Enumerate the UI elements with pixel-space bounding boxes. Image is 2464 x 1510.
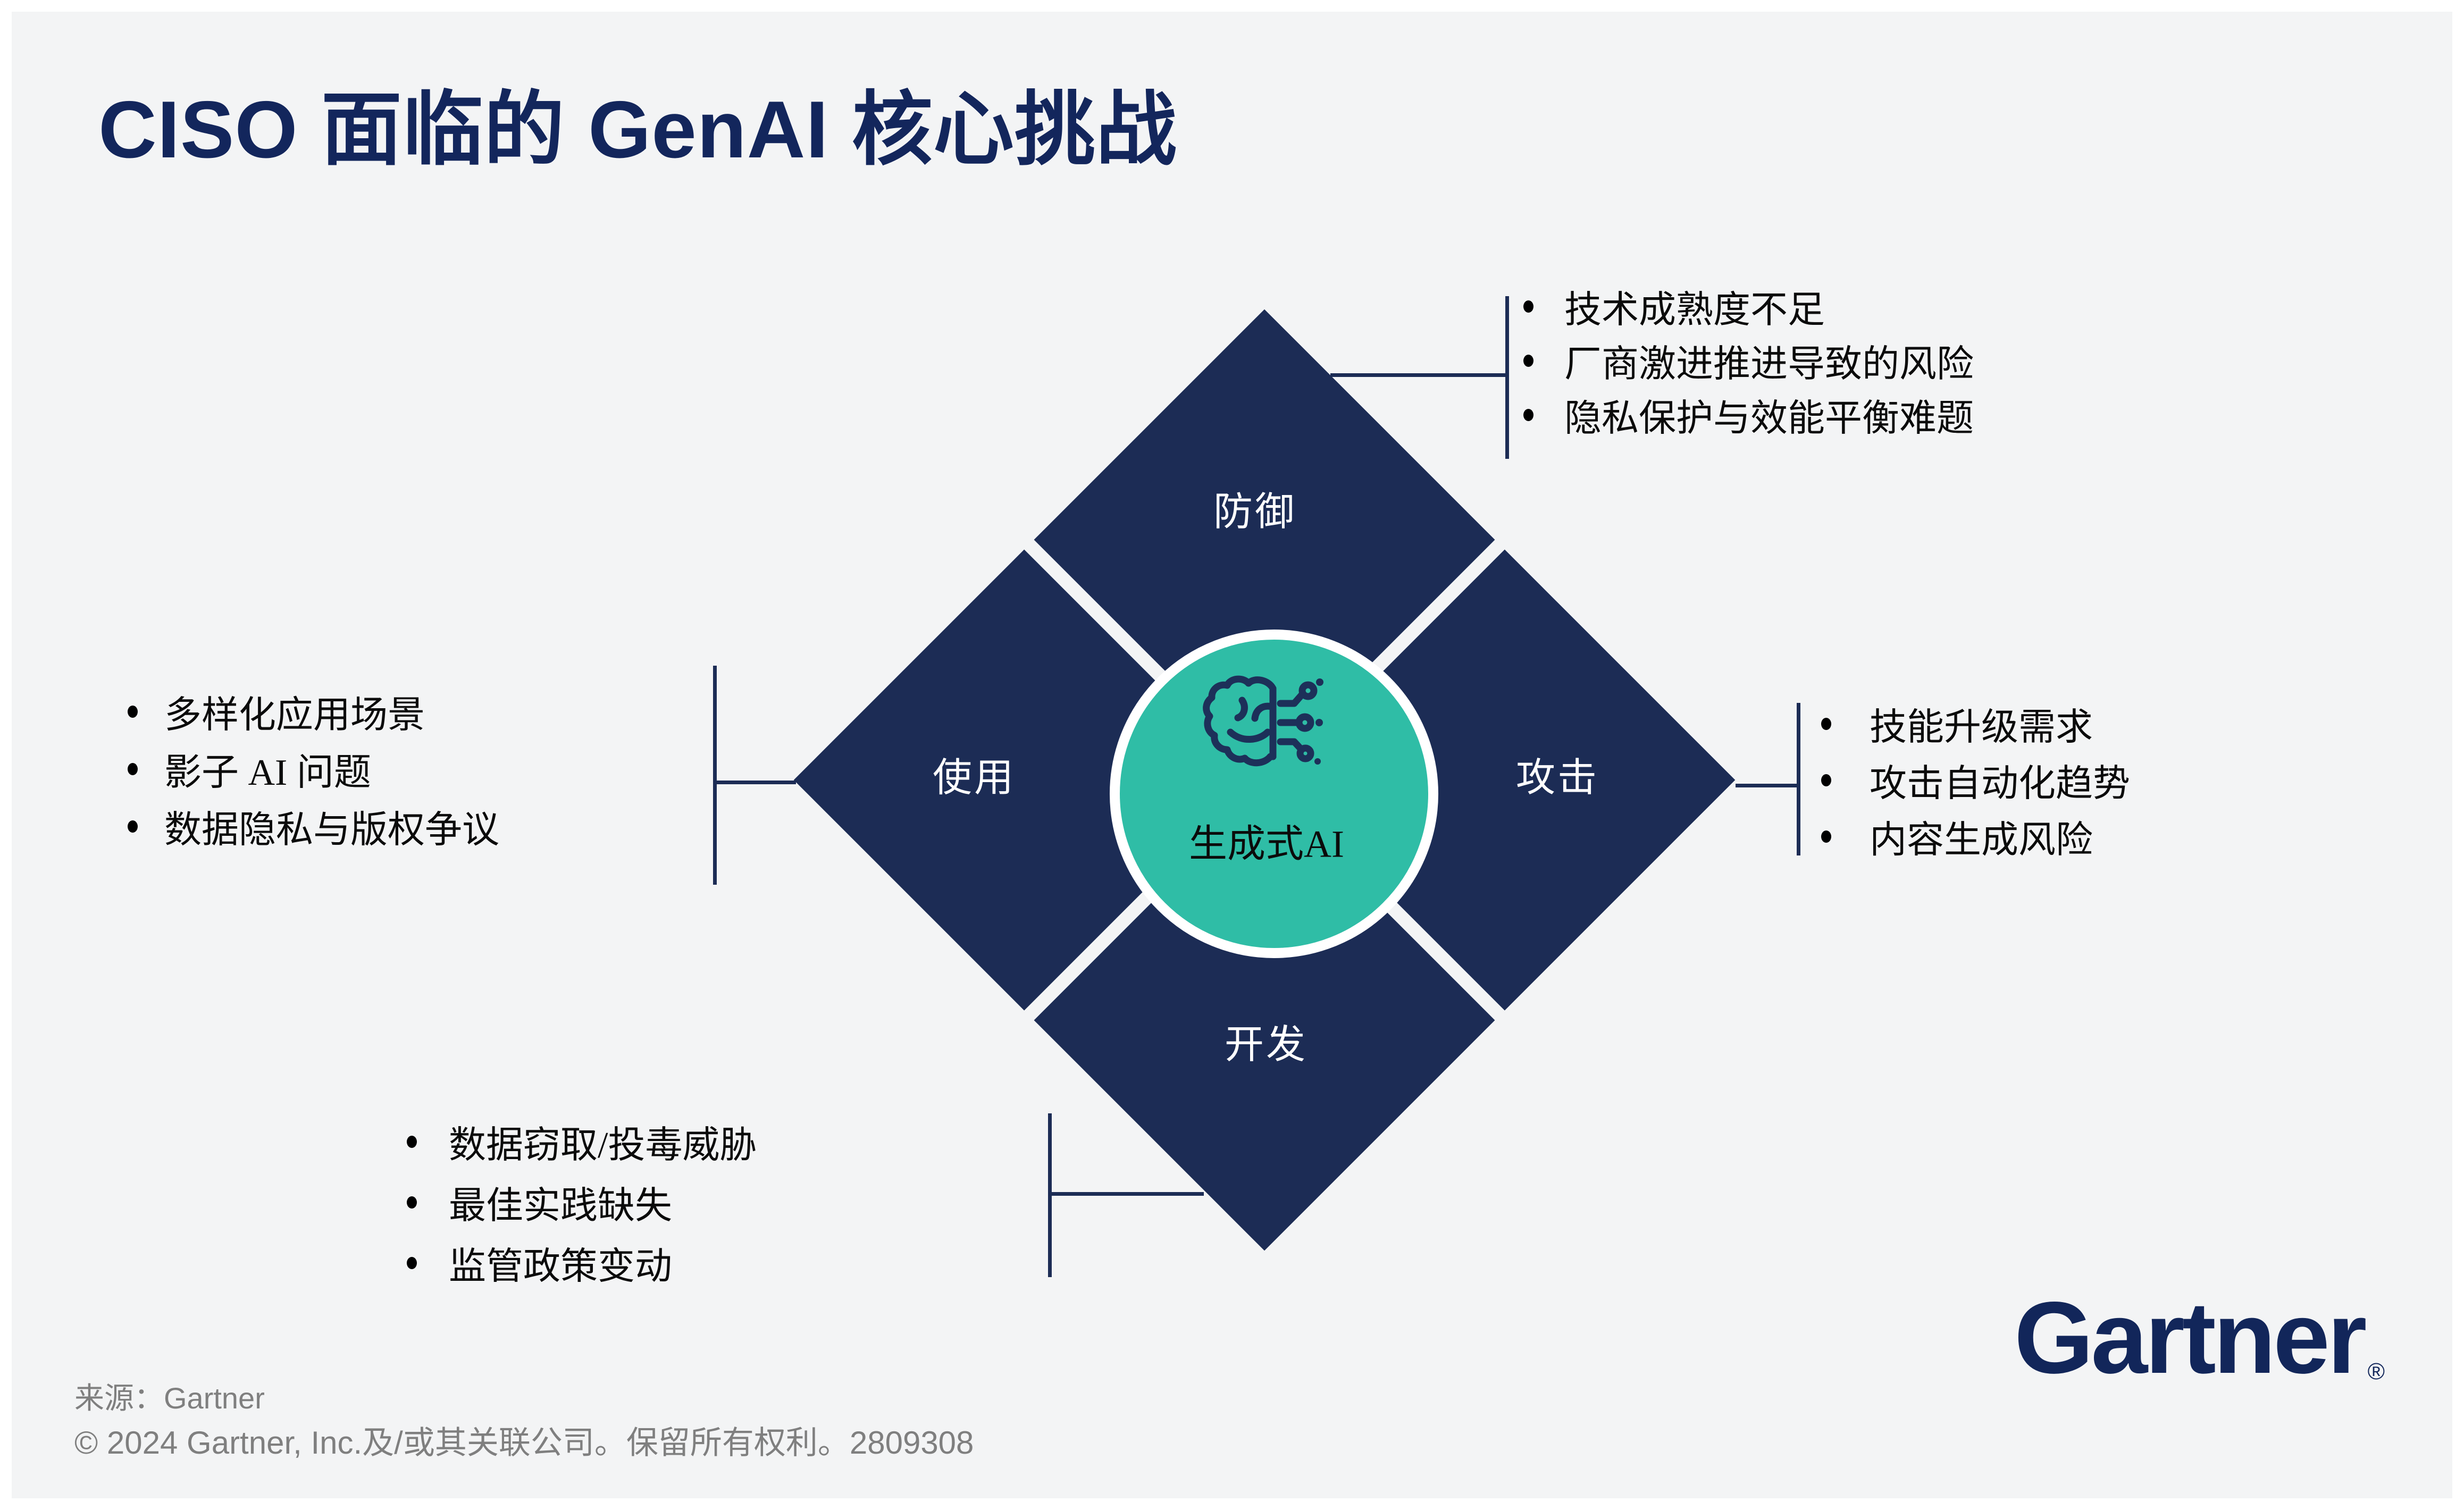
footer-source: 来源：Gartner <box>74 1381 265 1415</box>
connector-attack-line <box>1736 784 1799 787</box>
genai-center-label: 生成式AI <box>1189 823 1344 866</box>
bullet-dot <box>128 762 138 775</box>
bullet-item: 厂商激进推进导致的风险 <box>1523 333 1974 388</box>
footer-copyright: © 2024 Gartner, Inc.及/或其关联公司。保留所有权利。2809… <box>74 1425 974 1461</box>
quadrant-label-defense: 防御 <box>1213 490 1296 534</box>
quadrant-label-attack: 攻击 <box>1516 756 1599 800</box>
bullet-text: 隐私保护与效能平衡难题 <box>1564 398 1974 439</box>
bullet-item: 监管政策变动 <box>407 1232 757 1293</box>
bullet-text: 数据隐私与版权争议 <box>164 809 499 851</box>
bullet-dot <box>128 820 138 833</box>
bullet-item: 隐私保护与效能平衡难题 <box>1523 388 1974 442</box>
gartner-logo: Gartner ® <box>2014 1287 2385 1389</box>
bullet-dot <box>1821 774 1831 786</box>
connector-defense-line <box>1330 373 1507 377</box>
callout-usage: 多样化应用场景 影子 AI 问题 数据隐私与版权争议 <box>128 683 499 855</box>
bullet-text: 监管政策变动 <box>449 1246 672 1287</box>
bullet-dot <box>1523 408 1533 421</box>
brain-circuit-icon <box>1203 675 1323 767</box>
connector-usage-line <box>715 781 796 784</box>
page-title: CISO 面临的 GenAI 核心挑战 <box>98 85 1177 175</box>
connector-attack-bar <box>1797 703 1800 855</box>
callout-development: 数据窃取/投毒威胁 最佳实践缺失 监管政策变动 <box>407 1111 757 1293</box>
bullet-item: 数据隐私与版权争议 <box>128 798 499 855</box>
callout-defense: 技术成熟度不足 厂商激进推进导致的风险 隐私保护与效能平衡难题 <box>1523 279 1974 442</box>
bullet-text: 内容生成风险 <box>1870 819 2093 861</box>
bullet-text: 技能升级需求 <box>1870 707 2093 748</box>
bullet-dot <box>128 705 138 718</box>
bullet-text: 数据窃取/投毒威胁 <box>449 1125 757 1166</box>
connector-development-line <box>1050 1192 1204 1196</box>
gartner-logo-text: Gartner <box>2014 1280 2367 1395</box>
bullet-dot <box>1523 354 1533 367</box>
bullet-dot <box>407 1196 417 1209</box>
connector-defense-bar <box>1505 296 1509 459</box>
bullet-text: 攻击自动化趋势 <box>1870 763 2130 804</box>
quadrant-label-usage: 使用 <box>933 756 1016 800</box>
bullet-item: 内容生成风险 <box>1821 808 2130 865</box>
connector-usage-bar <box>713 666 717 885</box>
bullet-item: 影子 AI 问题 <box>128 740 499 798</box>
connector-development-bar <box>1048 1113 1052 1277</box>
callout-attack: 技能升级需求 攻击自动化趋势 内容生成风险 <box>1821 695 2130 865</box>
quadrant-label-development: 开发 <box>1225 1023 1308 1067</box>
registered-mark-icon: ® <box>2367 1358 2385 1385</box>
bullet-item: 技术成熟度不足 <box>1523 279 1974 333</box>
bullet-dot <box>1821 717 1831 730</box>
bullet-item: 多样化应用场景 <box>128 683 499 740</box>
bullet-text: 多样化应用场景 <box>164 694 425 736</box>
bullet-dot <box>407 1135 417 1148</box>
bullet-text: 厂商激进推进导致的风险 <box>1564 343 1974 385</box>
bullet-item: 技能升级需求 <box>1821 695 2130 752</box>
bullet-item: 最佳实践缺失 <box>407 1172 757 1232</box>
bullet-dot <box>1523 300 1533 313</box>
bullet-text: 最佳实践缺失 <box>449 1185 672 1227</box>
bullet-text: 影子 AI 问题 <box>164 752 371 793</box>
bullet-dot <box>407 1256 417 1269</box>
bullet-item: 攻击自动化趋势 <box>1821 752 2130 808</box>
bullet-item: 数据窃取/投毒威胁 <box>407 1111 757 1172</box>
bullet-text: 技术成熟度不足 <box>1564 289 1825 331</box>
bullet-dot <box>1821 830 1831 843</box>
